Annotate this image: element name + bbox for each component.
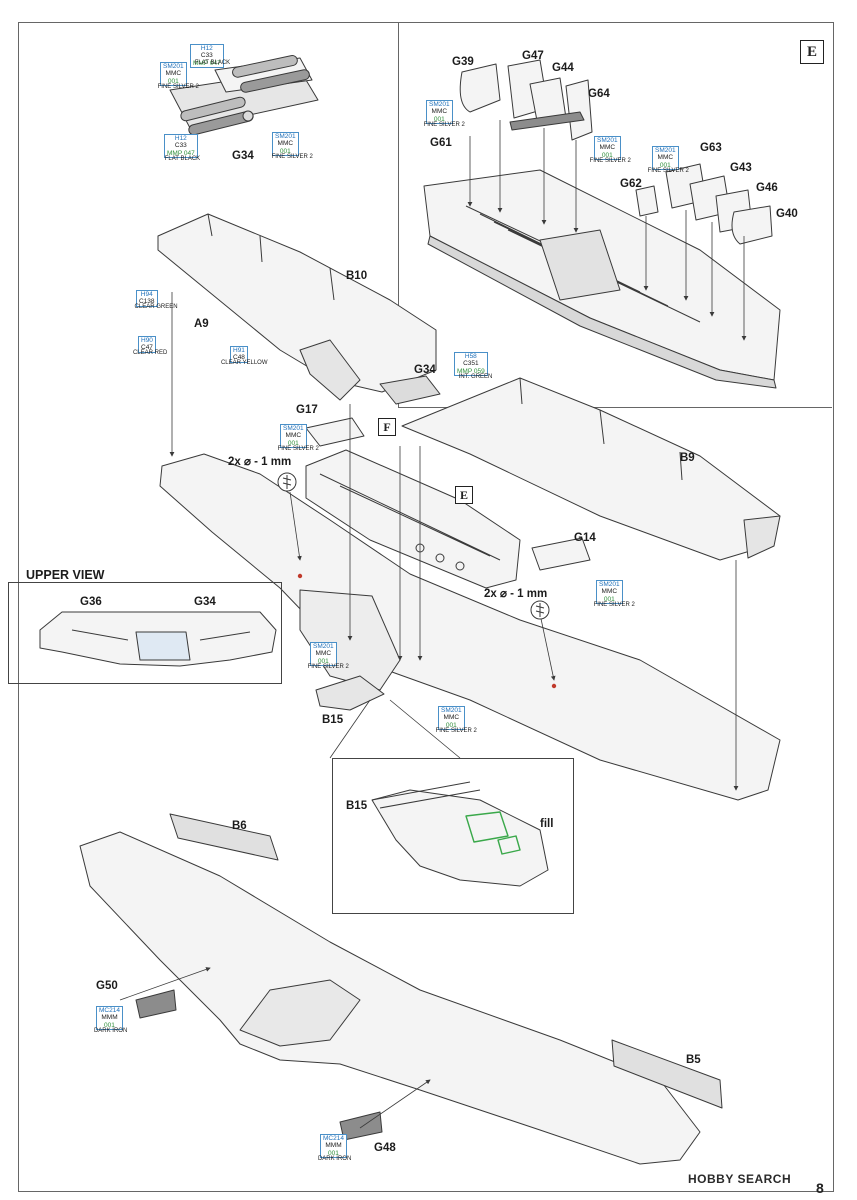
red-dot-marker-icon [297,573,557,689]
drill-note-left: 2x ⌀ - 1 mm [228,456,292,468]
part-label-b9: B9 [680,452,695,464]
part-label-g44: G44 [552,62,574,74]
assembly-arrows [119,120,747,1129]
part-label-g48: G48 [374,1142,396,1154]
page-border [18,22,834,1192]
inset-badge-f: F [378,418,396,436]
drill-note-right: 2x ⌀ - 1 mm [484,588,548,600]
part-label-g43: G43 [730,162,752,174]
cockpit-frame-parts [459,59,773,245]
part-label-b15-detail: B15 [346,800,368,812]
fuselage-inner-structure [305,449,521,589]
wing-half-b10 [157,213,437,401]
upper-view-drawing [39,611,277,667]
part-label-b6: B6 [232,820,247,832]
part-label-g34-tray: G34 [414,364,436,376]
wing-half-b9 [401,377,781,561]
part-label-b10: B10 [346,270,368,282]
part-label-g40: G40 [776,208,798,220]
b15-detail-frame [332,758,574,914]
cockpit-tub [423,169,781,389]
section-badge: E [800,40,824,64]
part-label-g62: G62 [620,178,642,190]
part-label-g14: G14 [574,532,596,544]
upper-view-frame [8,582,282,684]
center-inserts [305,375,591,571]
part-label-g36: G36 [80,596,102,608]
part-label-g64: G64 [588,88,610,100]
part-label-g39: G39 [452,56,474,68]
drill-bit-icon [277,472,550,620]
gun-bay-assembly [169,55,319,136]
part-label-g47: G47 [522,50,544,62]
lower-wing-assembly [79,813,723,1165]
upper-view-title: UPPER VIEW [26,568,105,582]
watermark-logo: HOBBY SEARCH [688,1172,792,1186]
part-label-g61: G61 [430,137,452,149]
section-divider-vertical [398,22,399,407]
b15-detail-drawing [371,781,549,887]
part-label-g46: G46 [756,182,778,194]
fill-note: fill [540,818,554,830]
part-label-g34-gun: G34 [232,150,254,162]
inset-badge-e: E [455,486,473,504]
section-divider-horizontal [398,407,832,408]
part-label-g17: G17 [296,404,318,416]
part-label-b5: B5 [686,1054,701,1066]
part-label-g34-upper: G34 [194,596,216,608]
page-number: 8 [816,1180,824,1196]
part-label-a9: A9 [194,318,209,330]
part-label-g50: G50 [96,980,118,992]
part-label-g63: G63 [700,142,722,154]
part-label-b15: B15 [322,714,344,726]
